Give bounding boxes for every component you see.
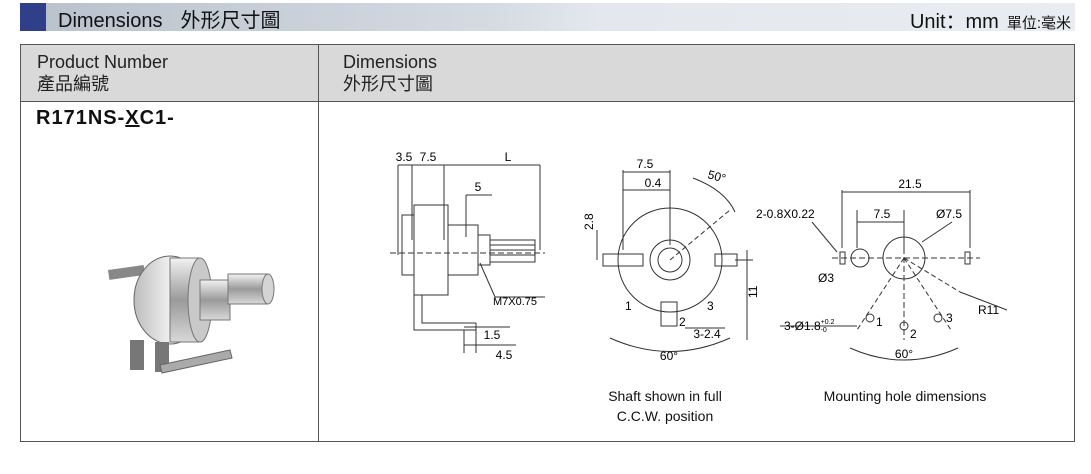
hole-spec-prefix: 3-Ø1.8 (784, 319, 821, 333)
dim-mount-7-5: 7.5 (874, 207, 891, 221)
mounting-hole-drawing: 21.5 2-0.8X0.22 7.5 Ø7.5 Ø3 3-Ø1.8+0.2-0… (756, 177, 1008, 361)
front-pin-3: 3 (707, 299, 714, 313)
mount-angle-60: 60° (895, 347, 913, 361)
product-photo (108, 255, 275, 374)
radius-11: R11 (978, 303, 999, 317)
section-title-zh: 外形尺寸圖 (180, 10, 281, 32)
dia-7-5: Ø7.5 (936, 207, 962, 221)
dim-2-8: 2.8 (582, 213, 596, 230)
product-number-variable: X (125, 107, 140, 129)
angle-50: 50° (706, 167, 727, 185)
dim-11: 11 (746, 285, 760, 298)
caption-line-1: Shaft shown in full (608, 388, 722, 404)
hole-tol-plus: +0.2 (821, 319, 835, 326)
dim-5: 5 (475, 180, 482, 194)
dim-21-5: 21.5 (898, 177, 922, 191)
dia-3: Ø3 (818, 271, 834, 285)
dim-1-5: 1.5 (484, 328, 501, 342)
slot-spec: 2-0.8X0.22 (756, 207, 815, 221)
section-title-en: Dimensions (58, 10, 163, 32)
section-title-bar (20, 3, 1075, 31)
side-view-drawing: 3.5 7.5 L 5 M7X0.75 1.5 4.5 (390, 150, 545, 362)
table-header-row: Product Number 產品編號 Dimensions 外形尺寸圖 (21, 45, 1074, 102)
header-product-number-zh: 產品編號 (37, 74, 109, 94)
header-dimensions: Dimensions 外形尺寸圖 (343, 51, 437, 95)
thread-spec: M7X0.75 (493, 296, 537, 308)
product-number-prefix: R171NS- (36, 107, 126, 129)
unit-label-en: Unit：mm (909, 11, 999, 33)
product-number-suffix: C1- (139, 107, 175, 129)
section-title: Dimensions 外形尺寸圖 (58, 4, 280, 33)
column-divider (318, 45, 319, 441)
mounting-caption: Mounting hole dimensions (823, 388, 987, 404)
mount-pin-3: 3 (946, 311, 953, 325)
header-dimensions-en: Dimensions (343, 52, 438, 72)
header-dimensions-zh: 外形尺寸圖 (343, 74, 433, 94)
header-product-number-en: Product Number (37, 52, 169, 72)
product-number: R171NS-XC1- (36, 107, 175, 130)
caption-line-2: C.C.W. position (616, 408, 714, 424)
dim-l: L (505, 150, 512, 164)
unit-label-zh: 單位:毫米 (1006, 15, 1071, 32)
front-view-caption: Shaft shown in full C.C.W. position (585, 386, 745, 426)
title-accent-block (20, 3, 46, 31)
dimensions-table: Product Number 產品編號 Dimensions 外形尺寸圖 R17… (20, 44, 1075, 442)
mount-pin-1: 1 (876, 315, 883, 329)
dim-3-5: 3.5 (396, 150, 413, 164)
dim-4-5: 4.5 (496, 348, 513, 362)
front-angle-60: 60° (660, 349, 678, 363)
mount-pin-2: 2 (910, 327, 917, 341)
front-pin-2: 2 (679, 315, 686, 329)
pin-pitch: 3-2.4 (693, 327, 721, 341)
unit-label: Unit：mm 單位:毫米 (910, 5, 1071, 34)
dim-7-5: 7.5 (420, 150, 437, 164)
hole-tol-minus: -0 (821, 327, 827, 334)
header-product-number: Product Number 產品編號 (37, 51, 168, 95)
hole-spec: 3-Ø1.8+0.2-0 (784, 319, 835, 334)
dim-front-7-5: 7.5 (637, 157, 654, 171)
front-view-drawing: 7.5 0.4 50° 2.8 11 1 2 3 3-2.4 60° (582, 157, 760, 363)
front-pin-1: 1 (625, 299, 632, 313)
dim-0-4: 0.4 (645, 176, 662, 190)
